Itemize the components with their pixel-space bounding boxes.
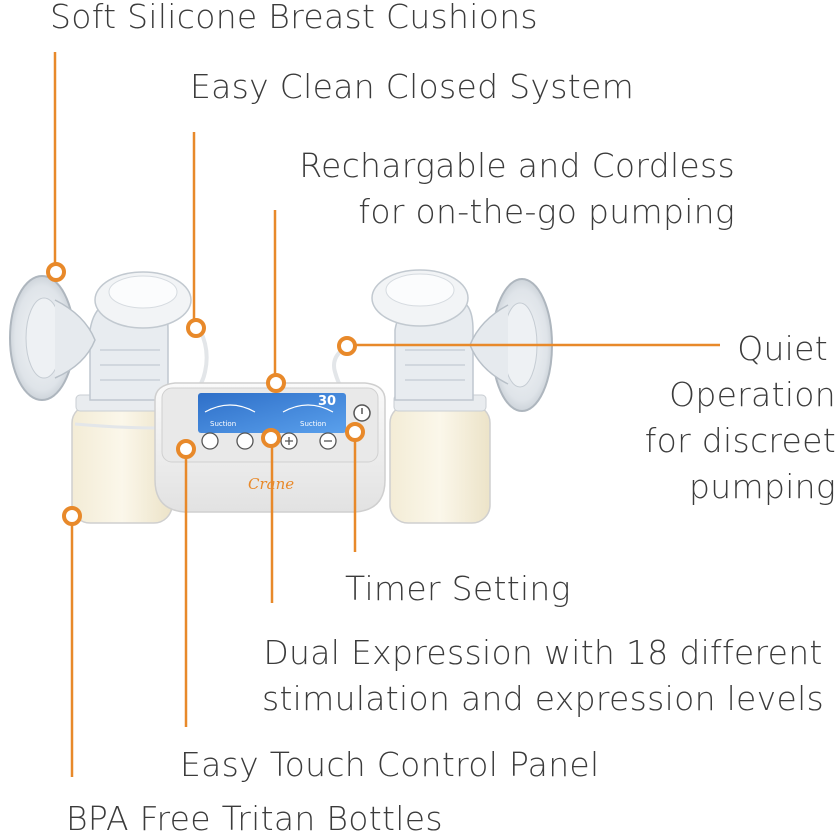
label-dual: Dual Expression with 18 different stimul… bbox=[258, 630, 828, 722]
right-bottle bbox=[389, 404, 491, 524]
label-cordless-line-2: for on-the-go pumping bbox=[358, 192, 735, 231]
label-closed-system: Easy Clean Closed System bbox=[190, 67, 635, 106]
callout-lines bbox=[53, 52, 720, 777]
label-quiet-line-1: Quiet bbox=[737, 329, 828, 368]
label-cordless-line-1: Rechargable and Cordless bbox=[299, 146, 735, 185]
lcd-mode-right: Suction bbox=[300, 420, 326, 428]
label-cordless: Rechargable and Cordless for on-the-go p… bbox=[299, 143, 735, 235]
callout-dots bbox=[46, 262, 365, 526]
label-timer: Timer Setting bbox=[345, 569, 571, 608]
label-dual-line-1: Dual Expression with 18 different bbox=[263, 633, 823, 672]
label-quiet: Quiet Operation for discreet pumping bbox=[645, 326, 836, 510]
label-quiet-line-2: Operation bbox=[669, 375, 836, 414]
left-pump bbox=[9, 271, 192, 524]
lcd-mode-left: Suction bbox=[210, 420, 236, 428]
label-control-panel: Easy Touch Control Panel bbox=[180, 745, 600, 784]
touch-buttons bbox=[201, 432, 337, 450]
lcd-screen bbox=[198, 393, 346, 433]
label-dual-line-2: stimulation and expression levels bbox=[261, 679, 825, 718]
label-quiet-line-3: for discreet bbox=[644, 421, 836, 460]
right-pump bbox=[371, 269, 553, 524]
label-cushions: Soft Silicone Breast Cushions bbox=[50, 0, 538, 36]
label-bottles: BPA Free Tritan Bottles bbox=[66, 799, 443, 838]
lcd-timer: 30 bbox=[318, 394, 336, 409]
label-quiet-line-4: pumping bbox=[689, 467, 836, 506]
